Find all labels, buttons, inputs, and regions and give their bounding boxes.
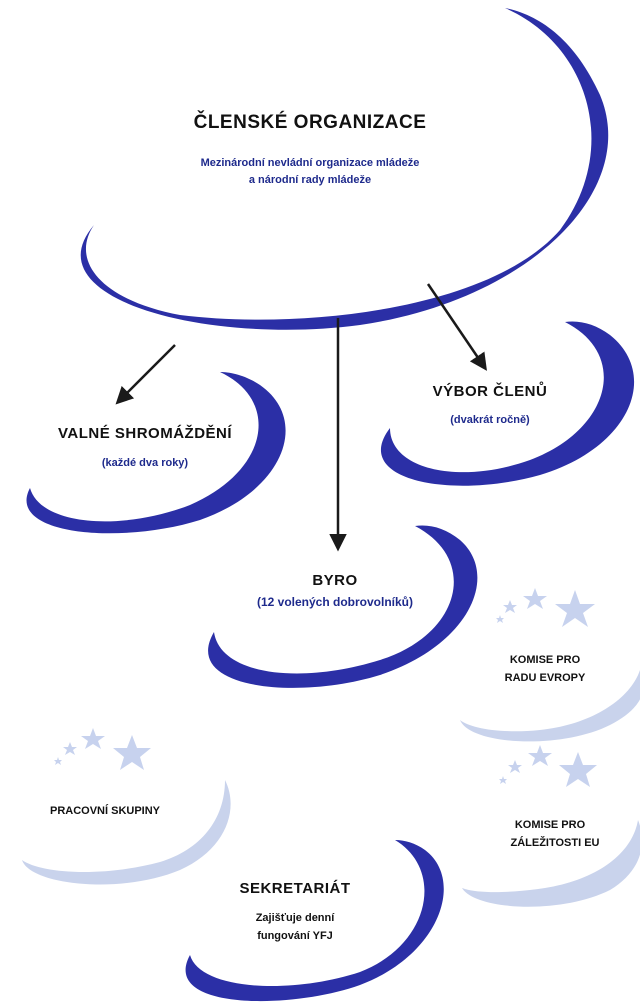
general-assembly-subtitle: (každé dva roky) [101, 457, 189, 469]
coe-commission-line2: RADU EVROPY [504, 672, 586, 684]
secretariat-swoosh [185, 840, 444, 1002]
member-orgs-subtitle-line1: Mezinárodní nevládní organizace mládeže [200, 157, 420, 169]
star-icon [559, 752, 597, 787]
coe-commission-swoosh [460, 670, 640, 742]
star-icon [81, 728, 105, 749]
bureau-subtitle: (12 volených dobrovolníků) [256, 595, 414, 609]
star-icon [499, 776, 507, 784]
star-icon [63, 742, 77, 755]
member-orgs-title: ČLENSKÉ ORGANIZACE [193, 112, 427, 133]
star-icon-group-eu [499, 745, 597, 787]
star-icon [113, 735, 151, 770]
star-icon [555, 590, 595, 627]
star-icon [503, 600, 517, 613]
star-icon [496, 615, 504, 623]
star-icon [54, 757, 62, 765]
members-committee-title: VÝBOR ČLENŮ [432, 383, 548, 400]
member-orgs-subtitle-line2: a národní rady mládeže [248, 174, 372, 186]
star-icon-group-coe [496, 588, 595, 627]
star-icon [528, 745, 552, 766]
arrow-to-general-assembly [115, 344, 176, 405]
working-groups-label: PRACOVNÍ SKUPINY [49, 805, 161, 817]
eu-commission-swoosh [462, 820, 640, 907]
star-icon [523, 588, 547, 609]
member-orgs-swoosh [80, 8, 609, 330]
secretariat-title: SEKRETARIÁT [239, 880, 351, 897]
eu-commission-line1: KOMISE PRO [514, 819, 586, 831]
bureau-swoosh [208, 525, 478, 688]
general-assembly-swoosh [26, 372, 286, 534]
secretariat-line1: Zajišťuje denní [255, 912, 335, 924]
star-icon-group-working [54, 728, 151, 770]
bureau-title: BYRO [312, 572, 358, 589]
working-groups-swoosh [22, 780, 231, 885]
coe-commission-line1: KOMISE PRO [509, 654, 581, 666]
members-committee-swoosh [380, 321, 635, 486]
members-committee-subtitle: (dvakrát ročně) [450, 414, 530, 426]
star-icon [508, 760, 522, 773]
secretariat-line2: fungování YFJ [257, 930, 333, 942]
arrow-to-members-committee [426, 283, 487, 371]
eu-commission-line2: ZÁLEŽITOSTI EU [510, 837, 600, 849]
general-assembly-title: VALNÉ SHROMÁŽDĚNÍ [57, 425, 233, 442]
